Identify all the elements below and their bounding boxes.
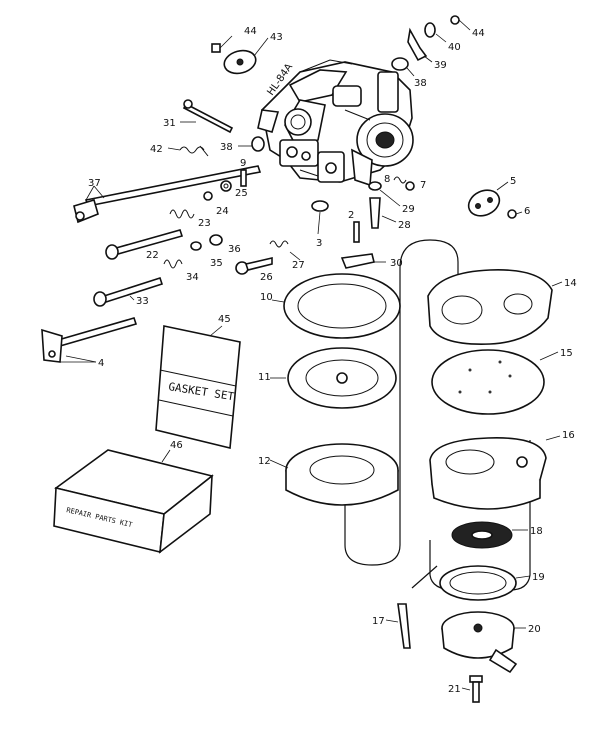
callout-9: 9: [240, 158, 246, 169]
part-7-clip: [405, 181, 415, 191]
part-25-washer: [220, 180, 232, 192]
callout-8: 8: [384, 174, 390, 185]
part-39-clip: [407, 27, 433, 63]
callout-12: 12: [258, 456, 271, 467]
part-3-lever: [311, 200, 329, 235]
callout-5: 5: [510, 176, 516, 187]
callout-38-left: 38: [220, 142, 233, 153]
part-28-inlet-needle: [369, 197, 397, 229]
callout-7: 7: [420, 180, 426, 191]
callout-39: 39: [434, 60, 447, 71]
part-40-nut: [424, 22, 447, 43]
callout-35: 35: [210, 258, 223, 269]
callout-2: 2: [348, 210, 354, 221]
part-44-screw-right: [450, 15, 471, 31]
part-5-choke-plate: [467, 181, 509, 217]
part-19-gasket: [439, 565, 531, 601]
carburetor-body: HL-84A: [257, 59, 414, 187]
callout-36: 36: [228, 244, 241, 255]
callout-19: 19: [532, 572, 545, 583]
callout-37: 37: [88, 178, 101, 189]
callout-22: 22: [146, 250, 159, 261]
part-4-choke-shaft: [41, 317, 138, 363]
repair-parts-kit-box: REPAIR PARTS KIT: [53, 449, 214, 554]
callout-44-top-left: 44: [244, 26, 257, 37]
flow-loop-bottom: [411, 565, 438, 589]
callout-43: 43: [270, 32, 283, 43]
callout-16: 16: [562, 430, 575, 441]
callout-21: 21: [448, 684, 461, 695]
callout-44-top-right: 44: [472, 28, 485, 39]
part-18-check-valve: [451, 521, 528, 549]
part-30-arm: [340, 253, 386, 269]
callout-4: 4: [98, 358, 104, 369]
part-38-bushing-left: [238, 136, 265, 152]
callout-24: 24: [216, 206, 229, 217]
part-38-bushing-top: [391, 57, 415, 77]
callout-6: 6: [524, 206, 530, 217]
callout-17: 17: [372, 616, 385, 627]
callout-3: 3: [316, 238, 322, 249]
callout-27: 27: [292, 260, 305, 271]
part-15-screen: [431, 349, 559, 415]
callout-23: 23: [198, 218, 211, 229]
part-24-washer: [203, 191, 213, 201]
gasket-set-card: GASKET SET: [155, 325, 241, 449]
part-10-gasket: [271, 273, 401, 339]
part-37-throttle-shaft: [73, 165, 262, 224]
part-6-screw: [507, 209, 523, 219]
callout-20: 20: [528, 624, 541, 635]
part-43-cover: [223, 37, 269, 75]
callout-31: 31: [163, 118, 176, 129]
part-22-idle-screw: [105, 229, 184, 260]
callout-33: 33: [136, 296, 149, 307]
callout-11: 11: [258, 372, 271, 383]
part-21-screw: [461, 675, 483, 703]
part-26-screw: [235, 256, 273, 275]
part-29-nut: [368, 181, 401, 207]
part-44-screw-left: [211, 35, 233, 53]
part-31-needle: [180, 99, 234, 134]
part-17-screw: [385, 603, 411, 649]
part-27-spring: [269, 240, 301, 261]
part-9-pin: [240, 169, 247, 187]
part-42-spring: [167, 145, 209, 157]
callout-30: 30: [390, 258, 403, 269]
part-11-diaphragm: [270, 347, 397, 409]
part-14-gasket: [427, 269, 563, 345]
flow-loop-left: [344, 239, 459, 566]
part-23-spring: [169, 209, 195, 219]
callout-26: 26: [260, 272, 273, 283]
callout-15: 15: [560, 348, 573, 359]
callout-10: 10: [260, 292, 273, 303]
callout-46: 46: [170, 440, 183, 451]
callout-14: 14: [564, 278, 577, 289]
callout-38-top: 38: [414, 78, 427, 89]
part-20-cover: [441, 611, 526, 674]
part-33-mixture-screw: [93, 276, 164, 307]
callout-42: 42: [150, 144, 163, 155]
part-2-pin: [353, 221, 360, 243]
part-8-spring: [393, 176, 407, 184]
callout-29: 29: [402, 204, 415, 215]
part-35-washer: [190, 241, 202, 251]
part-12-cover: [269, 443, 399, 506]
callout-25: 25: [235, 188, 248, 199]
part-36-oring: [209, 234, 223, 246]
callout-28: 28: [398, 220, 411, 231]
callout-34: 34: [186, 272, 199, 283]
part-34-spring: [163, 259, 183, 269]
part-16-pump-body: [429, 435, 561, 510]
callout-18: 18: [530, 526, 543, 537]
callout-40: 40: [448, 42, 461, 53]
callout-45: 45: [218, 314, 231, 325]
